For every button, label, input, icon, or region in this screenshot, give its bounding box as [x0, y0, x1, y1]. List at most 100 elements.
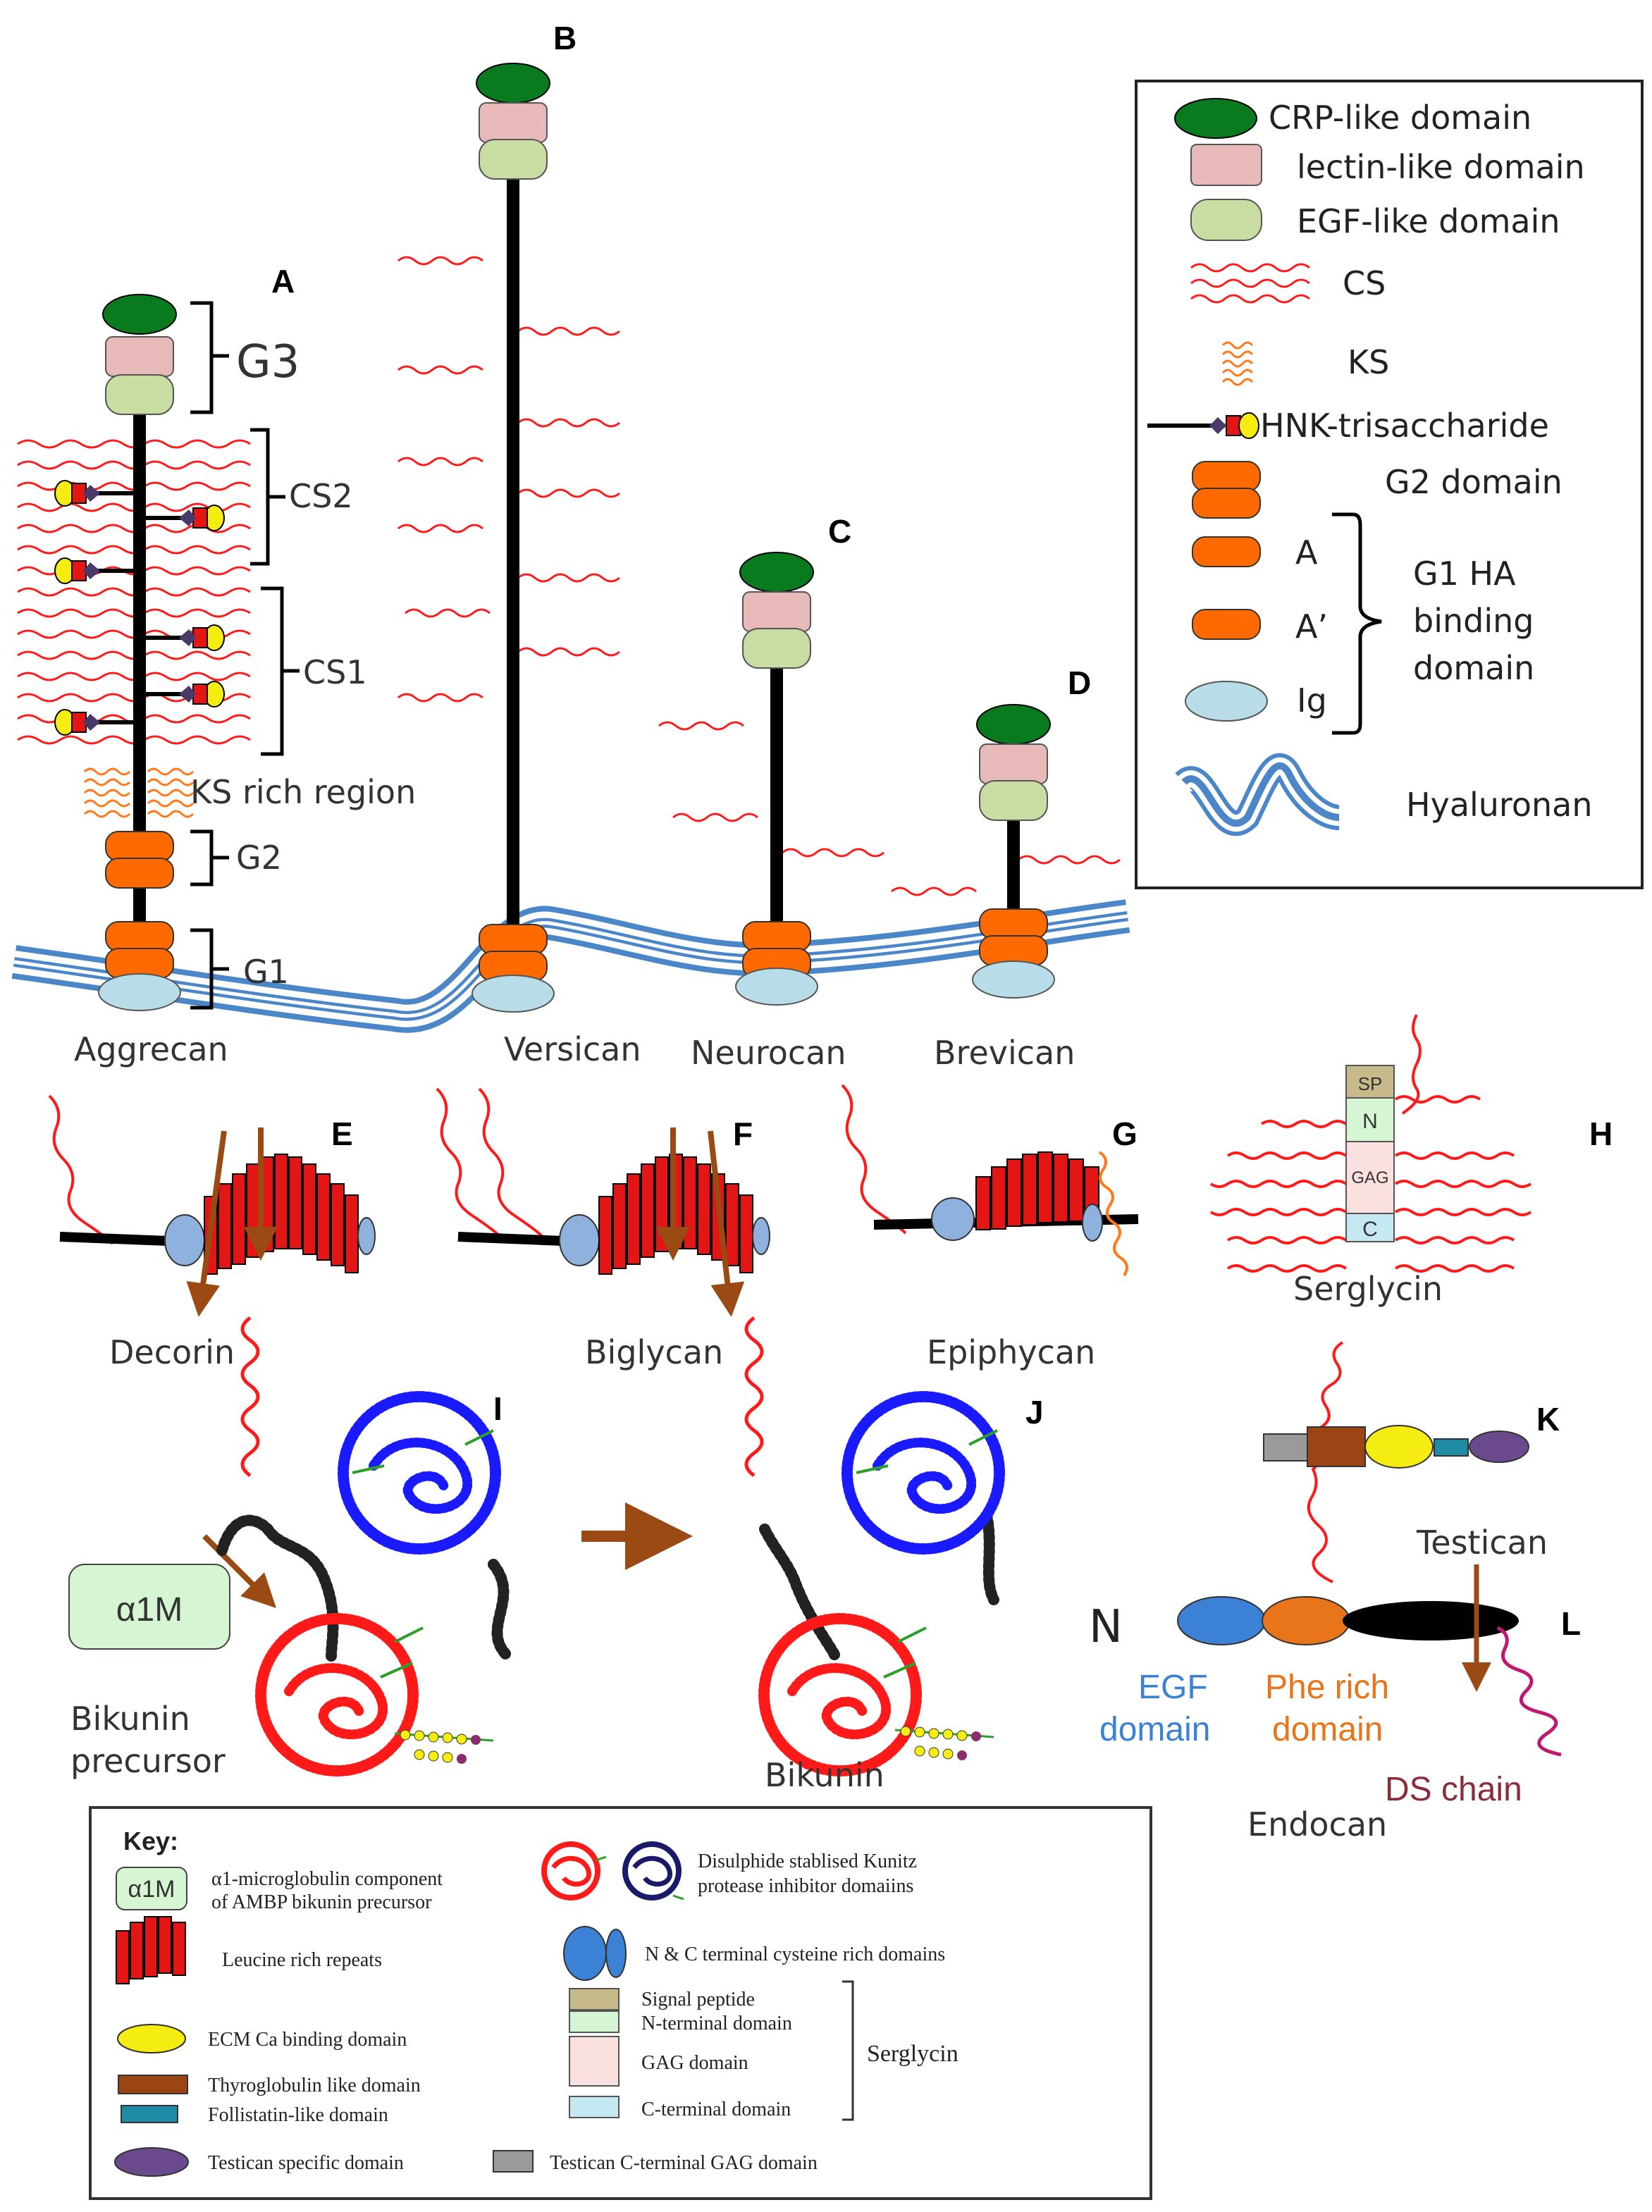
serglycin-sp-segment [1345, 1065, 1395, 1099]
key-frame [89, 1806, 1152, 2200]
aggrecan-hnk-trisaccharides [54, 480, 225, 736]
legend-g2-label: G2 domain [1385, 463, 1562, 501]
endocan: N EGF domain Phe rich domain DS chain En… [1089, 1564, 1581, 1843]
bikunin-linker [759, 1524, 841, 1662]
key-kunitz-line1: Disulphide stablised Kunitz [698, 1850, 917, 1872]
key-testican-specific-swatch [114, 2147, 189, 2177]
key-gag-label: GAG domain [641, 2052, 748, 2074]
decorin-n-cys-domain [164, 1214, 205, 1266]
panel-label-a: A [271, 263, 295, 299]
testican-name: Testican [1416, 1524, 1548, 1562]
key-nterm-label: N-terminal domain [641, 2013, 792, 2034]
panel-label-l: L [1561, 1605, 1581, 1642]
epiphycan-gag-chain [841, 1084, 907, 1235]
key-serglycin-label: Serglycin [867, 2041, 958, 2067]
key-lrr-label: Leucine rich repeats [222, 1949, 382, 1971]
aggrecan-egf-domain [105, 374, 174, 415]
bikunin-cleavage-arrow [202, 1534, 276, 1608]
endocan-egf-label-line1: EGF [1138, 1669, 1208, 1706]
key-kunitz-swatch [541, 1841, 684, 1901]
legend-ig-label: Ig [1297, 681, 1327, 719]
key-sp-swatch [569, 1988, 620, 2010]
endocan-egf-domain [1177, 1596, 1266, 1645]
key-testican-cterm-swatch [493, 2150, 534, 2173]
aggrecan-g1-a [105, 921, 174, 952]
versican-name: Versican [504, 1030, 641, 1068]
serglycin-gag-chains [1209, 1014, 1532, 1273]
aggrecan-lectin-domain [105, 336, 174, 377]
epiphycan-name: Epiphycan [927, 1333, 1095, 1371]
legend-hyaluronan-label: Hyaluronan [1406, 786, 1592, 824]
key-sp-label: Signal peptide [641, 1989, 755, 2010]
legend-g2-swatch-lower [1192, 488, 1261, 519]
legend-lectin-swatch [1190, 144, 1262, 186]
versican-g1-a [479, 924, 548, 955]
bikunin-precursor-oligosaccharide [394, 1729, 494, 1764]
biglycan: Biglycan F [436, 1087, 770, 1371]
epiphycan-c-cys-domain [1082, 1204, 1103, 1242]
neurocan-cs-chains [658, 721, 884, 858]
bikunin-kunitz-red [758, 1613, 927, 1777]
key-serglycin-bracket [842, 1980, 854, 2121]
legend-cs-label: CS [1343, 264, 1386, 302]
key-thyroglobulin-label: Thyroglobulin like domain [208, 2075, 421, 2096]
decorin-c-cys-domain [357, 1217, 376, 1255]
endocan-n-terminus-label: N [1089, 1601, 1123, 1653]
legend-egf-swatch [1190, 199, 1262, 241]
panel-label-g: G [1112, 1116, 1138, 1152]
legend-hyaluronan-swatch [1175, 753, 1340, 836]
legend-a-prime-swatch [1192, 609, 1261, 640]
panel-label-i: I [493, 1390, 503, 1427]
aggrecan-crp-domain [102, 294, 177, 335]
brevican-g1-ig [972, 960, 1055, 999]
key-testican-cterm-label: Testican C-terminal GAG domain [550, 2152, 818, 2174]
key-follistatin-label: Follistatin-like domain [208, 2104, 388, 2126]
bikunin-precursor-c-tail [488, 1559, 513, 1662]
endocan-phe-label-line2: domain [1272, 1711, 1383, 1748]
testican-thyroglobulin-domain [1307, 1426, 1366, 1467]
decorin-lrr-domain [204, 1154, 359, 1275]
legend-g2-swatch-upper [1192, 461, 1261, 492]
brevican-egf-domain [979, 780, 1048, 821]
endocan-egf-label-line2: domain [1099, 1711, 1210, 1748]
aggrecan-name: Aggrecan [74, 1030, 228, 1068]
epiphycan-ks-chain [1098, 1151, 1128, 1277]
epiphycan-n-cys-domain [931, 1197, 975, 1241]
brevican-crp-domain [976, 704, 1051, 745]
key-nterm-swatch [569, 2010, 620, 2033]
serglycin-n-label: N [1362, 1110, 1378, 1133]
bikunin-precursor-kunitz-red [255, 1613, 424, 1777]
endocan-ds-label: DS chain [1385, 1771, 1522, 1808]
bikunin-precursor-name-line1: Bikunin [70, 1700, 190, 1738]
g1-bracket [190, 928, 229, 1010]
testican-follistatin-domain [1434, 1438, 1469, 1457]
key-lrr-swatch [116, 1916, 186, 1984]
aggrecan-g1-ig [98, 973, 181, 1011]
key-box: Key: α1M α1-microglobulin component of A… [89, 1806, 1152, 2200]
key-n-cys-swatch [563, 1926, 607, 1981]
key-cterm-swatch [569, 2096, 620, 2118]
bikunin-precursor-linker [216, 1514, 339, 1662]
testican-ecm-domain [1364, 1425, 1434, 1469]
key-testican-specific-label: Testican specific domain [208, 2152, 404, 2174]
g3-label: G3 [236, 336, 300, 388]
key-a1m-swatch-label: α1M [128, 1876, 175, 1903]
bikunin-precursor-gag-chain [240, 1316, 260, 1478]
key-a1m-desc-line1: α1-microglobulin component [211, 1868, 443, 1890]
serglycin-c-label: C [1362, 1218, 1378, 1241]
cs1-bracket [261, 586, 300, 756]
key-a1m-desc-line2: of AMBP bikunin precursor [211, 1891, 432, 1913]
versican-lectin-domain [479, 102, 548, 143]
legend-g1-line1: G1 HA [1413, 555, 1516, 593]
versican-cs-chains [397, 256, 620, 703]
serglycin-gag-label: GAG [1351, 1168, 1388, 1187]
epiphycan: Epiphycan G [841, 1084, 1139, 1371]
versican: Versican B [397, 20, 641, 1068]
serglycin-n-segment [1345, 1097, 1395, 1142]
aggrecan-ks-chains [83, 767, 195, 818]
panel-label-c: C [828, 513, 851, 550]
serglycin-c-segment [1345, 1213, 1395, 1242]
legend-crp-label: CRP-like domain [1269, 99, 1531, 137]
endocan-phe-rich-domain [1262, 1596, 1350, 1645]
domain-legend: CRP-like domain lectin-like domain EGF-l… [1135, 80, 1644, 889]
